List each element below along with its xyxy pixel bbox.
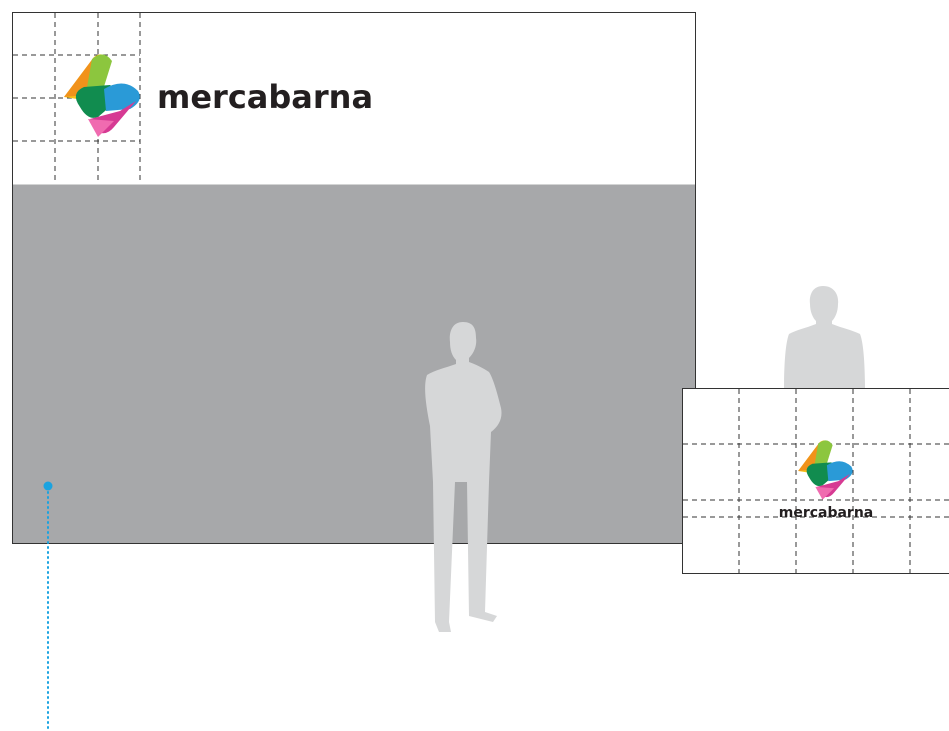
wall-sign: mercabarna xyxy=(13,13,696,544)
person-bust-icon xyxy=(784,286,865,390)
counter-person xyxy=(784,286,865,390)
wall-brand-name: mercabarna xyxy=(157,78,373,116)
marker-dot xyxy=(44,482,53,491)
counter-sign: mercabarna xyxy=(683,389,949,574)
wall-sign-panel xyxy=(13,185,696,544)
counter-brand-name: mercabarna xyxy=(779,505,874,521)
